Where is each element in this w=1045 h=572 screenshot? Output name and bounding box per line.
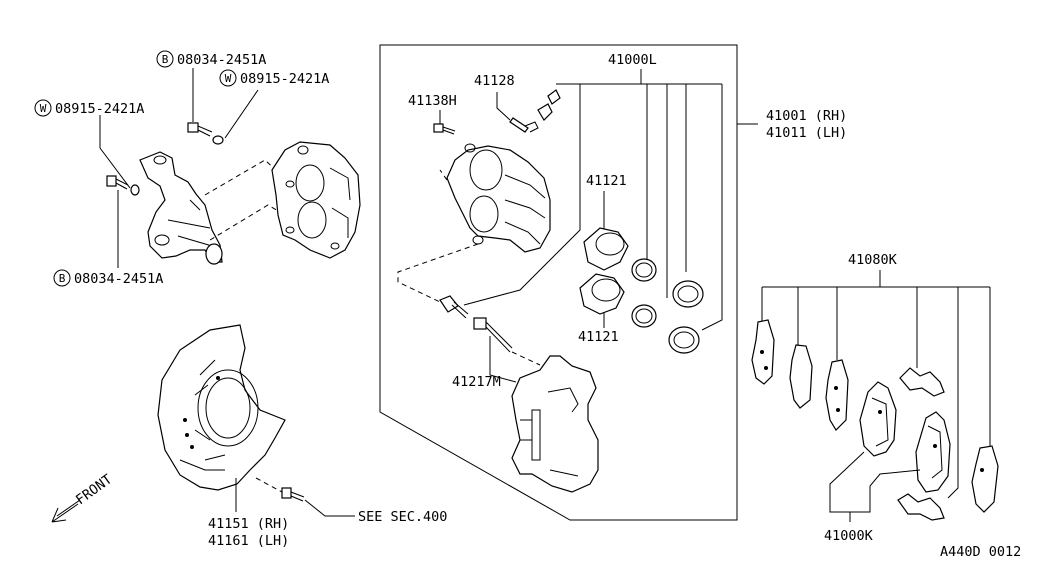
bolt-letter-bottom: B: [59, 272, 66, 285]
label-pad-kit: 41080K: [848, 252, 898, 268]
caliper-body: [446, 143, 551, 253]
caliper-support-bracket: [511, 355, 599, 493]
label-piston-top: 41121: [586, 173, 627, 189]
front-arrow-icon: [51, 499, 81, 523]
dust-shield-plate: [157, 324, 286, 491]
label-bolt-top: 08034-2451A: [177, 52, 266, 68]
washer-top-part: [212, 135, 224, 145]
label-plate-lh: 41161 (LH): [208, 533, 289, 549]
washer-letter-left: W: [40, 102, 47, 115]
label-see-sec: SEE SEC.400: [358, 509, 447, 525]
bolt-marker-top: B: [156, 50, 174, 68]
dust-boot-top: [672, 280, 704, 308]
bolt-marker-bottom: B: [53, 269, 71, 287]
bolt-letter-top: B: [162, 53, 169, 66]
label-caliper-assy: 41000L: [608, 52, 657, 68]
label-plate-rh: 41151 (RH): [208, 516, 289, 532]
washer-letter-top: W: [225, 72, 232, 85]
label-cap-41138h: 41138H: [408, 93, 457, 109]
cap-41138h-part: [433, 123, 456, 135]
piston-top-part: [583, 227, 629, 271]
label-washer-left: 08915-2421A: [55, 101, 144, 117]
bleeder-cap-part: [537, 89, 561, 121]
washer-left-part: [130, 184, 140, 196]
bolt-top-part: [187, 122, 213, 137]
caliper-assembly-frame: [379, 44, 738, 521]
shim-plate-2: [789, 344, 813, 409]
bleeder-screw-part: [509, 117, 539, 133]
dust-boot-bottom: [668, 326, 700, 354]
figure-code: A440D 0012: [940, 544, 1021, 560]
pin-bolt-part: [473, 317, 513, 353]
shim-plate-3: [825, 359, 849, 431]
label-washer-top: 08915-2421A: [240, 71, 329, 87]
label-bleeder: 41128: [474, 73, 515, 89]
guide-pin-part: [439, 295, 469, 319]
label-piston-bottom: 41121: [578, 329, 619, 345]
label-pad-set: 41000K: [824, 528, 874, 544]
shield-bolt-part: [281, 487, 305, 502]
shim-plate-1: [751, 319, 775, 385]
brake-pad-2: [915, 411, 951, 493]
label-caliper-rh: 41001 (RH): [766, 108, 847, 124]
label-caliper-lh: 41011 (LH): [766, 125, 847, 141]
brake-pad-1: [859, 381, 897, 457]
washer-marker-top: W: [219, 69, 237, 87]
pad-clip-bottom: [897, 493, 945, 521]
piston-seal-bottom: [631, 304, 657, 328]
piston-seal-top: [631, 258, 657, 282]
caliper-bracket-small: [271, 141, 361, 259]
label-pin-bolt: 41217M: [452, 374, 501, 390]
washer-marker-left: W: [34, 99, 52, 117]
pad-clip-top: [899, 367, 945, 397]
label-front: FRONT: [73, 471, 115, 508]
bolt-left-part: [106, 175, 129, 190]
steering-knuckle: [139, 151, 223, 265]
label-bolt-bottom: 08034-2451A: [74, 271, 163, 287]
shim-plate-4: [971, 445, 999, 513]
piston-bottom-part: [579, 273, 625, 315]
